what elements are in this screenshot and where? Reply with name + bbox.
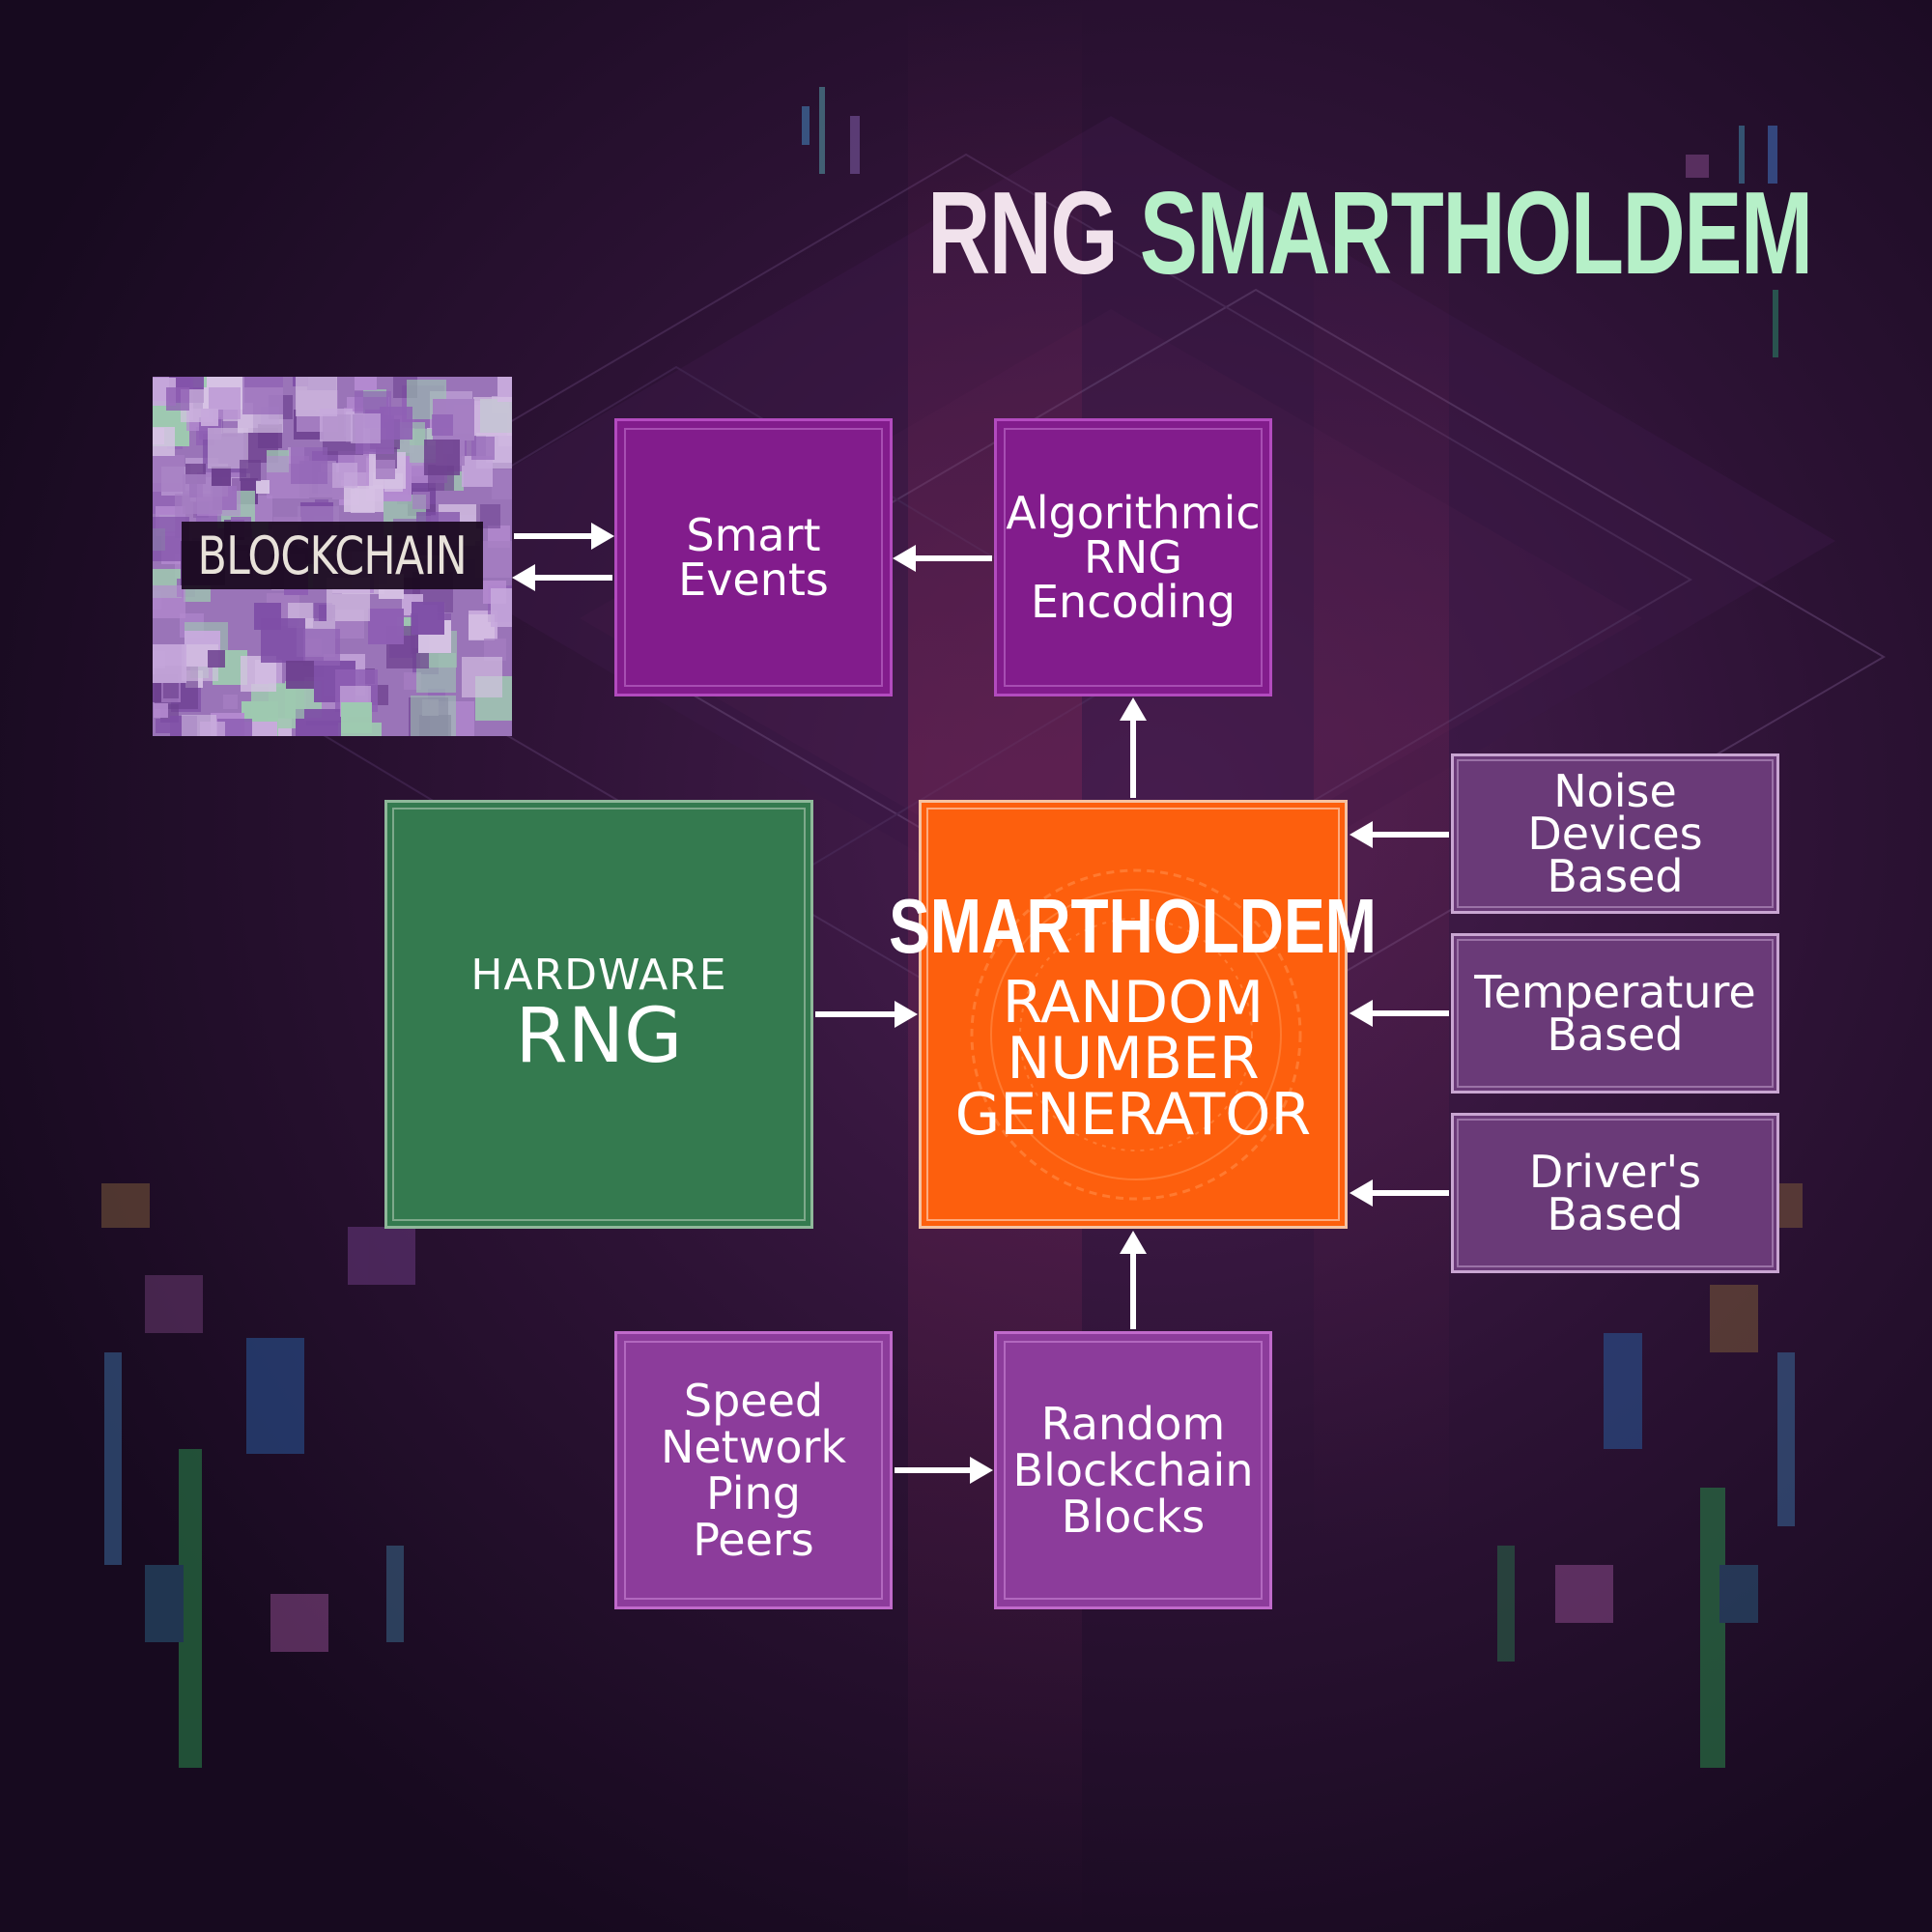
mosaic-tile bbox=[462, 456, 493, 487]
temperature-line-2: Based bbox=[1547, 1009, 1684, 1061]
speed-network-ping-peers-node: Speed Network Ping Peers bbox=[614, 1331, 893, 1609]
mosaic-tile bbox=[412, 602, 444, 635]
smart-events-line-2: Events bbox=[678, 554, 829, 606]
mosaic-tile bbox=[223, 695, 238, 709]
mosaic-tile bbox=[201, 409, 218, 426]
mosaic-tile bbox=[212, 467, 231, 486]
mosaic-tile bbox=[240, 460, 261, 481]
drivers-line-1: Driver's bbox=[1528, 1146, 1702, 1198]
mosaic-tile bbox=[303, 629, 340, 666]
mosaic-tile bbox=[154, 703, 168, 718]
mosaic-tile bbox=[432, 414, 453, 436]
speed-line-1: Speed bbox=[683, 1375, 824, 1427]
page-title: RNG SMARTHOLDEM bbox=[927, 174, 1813, 292]
speed-line-4: Peers bbox=[693, 1514, 814, 1566]
seal-emblem bbox=[970, 868, 1302, 1201]
mosaic-tile bbox=[208, 650, 225, 668]
mosaic-tile bbox=[473, 397, 512, 436]
mosaic-tile bbox=[242, 377, 283, 414]
noise-line-3: Based bbox=[1547, 850, 1684, 902]
random-blocks-line-3: Blocks bbox=[1061, 1491, 1206, 1543]
mosaic-tile bbox=[200, 722, 225, 736]
temperature-based-node: Temperature Based bbox=[1451, 933, 1779, 1094]
mosaic-tile bbox=[291, 447, 327, 484]
mosaic-tile bbox=[332, 463, 357, 488]
mosaic-tile bbox=[320, 409, 353, 441]
mosaic-tile bbox=[471, 437, 495, 460]
hardware-rng-node: HARDWARE RNG bbox=[384, 800, 813, 1229]
algorithmic-line-1: Algorithmic bbox=[1006, 487, 1261, 539]
mosaic-tile bbox=[153, 427, 175, 456]
title-smartholdem: SMARTHOLDEM bbox=[1139, 167, 1813, 298]
mosaic-tile bbox=[153, 585, 185, 618]
title-rng: RNG bbox=[927, 167, 1119, 298]
generator-line-3: GENERATOR bbox=[954, 1081, 1312, 1149]
mosaic-tile bbox=[351, 413, 381, 443]
mosaic-tile bbox=[491, 588, 512, 627]
mosaic-tile bbox=[484, 639, 506, 661]
mosaic-tile bbox=[217, 719, 252, 736]
smart-events-node: Smart Events bbox=[614, 418, 893, 696]
mosaic-tile bbox=[153, 455, 185, 492]
mosaic-tile bbox=[254, 603, 281, 630]
mosaic-tile bbox=[411, 696, 456, 736]
speed-line-2: Network bbox=[660, 1421, 847, 1473]
temperature-line-1: Temperature bbox=[1474, 966, 1756, 1018]
mosaic-tile bbox=[156, 719, 170, 733]
mosaic-tile bbox=[166, 387, 189, 411]
hardware-rng-main: RNG bbox=[515, 993, 683, 1080]
random-blockchain-blocks-node: Random Blockchain Blocks bbox=[994, 1331, 1272, 1609]
mosaic-tile bbox=[163, 683, 179, 698]
drivers-based-node: Driver's Based bbox=[1451, 1113, 1779, 1273]
mosaic-tile bbox=[153, 644, 186, 683]
random-blocks-line-1: Random bbox=[1040, 1398, 1226, 1450]
mosaic-tile bbox=[351, 489, 375, 513]
mosaic-tile bbox=[462, 657, 502, 697]
mosaic-tile bbox=[256, 480, 270, 494]
mosaic-tile bbox=[492, 469, 512, 499]
random-number-generator-node: SMARTHOLDEM RANDOM NUMBER GENERATOR bbox=[890, 800, 1377, 1229]
algorithmic-rng-encoding-node: Algorithmic RNG Encoding bbox=[994, 418, 1272, 696]
generator-line-2: NUMBER bbox=[1007, 1025, 1260, 1093]
mosaic-tile bbox=[497, 377, 512, 402]
algorithmic-line-2: RNG bbox=[1083, 531, 1182, 583]
mosaic-tile bbox=[341, 702, 372, 733]
smart-events-line-1: Smart bbox=[686, 509, 821, 561]
blockchain-label-text: BLOCKCHAIN bbox=[197, 525, 468, 586]
drivers-line-2: Based bbox=[1547, 1188, 1684, 1240]
noise-line-2: Devices bbox=[1527, 808, 1703, 860]
speed-line-3: Ping bbox=[706, 1467, 801, 1520]
generator-brand: SMARTHOLDEM bbox=[889, 883, 1378, 969]
blockchain-label: BLOCKCHAIN bbox=[182, 522, 483, 589]
mosaic-tile bbox=[376, 460, 395, 479]
mosaic-tile bbox=[424, 440, 460, 475]
mosaic-tile bbox=[412, 492, 430, 509]
mosaic-tile bbox=[469, 614, 495, 640]
noise-line-1: Noise bbox=[1553, 765, 1677, 817]
random-blocks-line-2: Blockchain bbox=[1012, 1444, 1254, 1496]
mosaic-tile bbox=[286, 661, 314, 689]
generator-line-1: RANDOM bbox=[1002, 969, 1264, 1037]
mosaic-tile bbox=[355, 377, 377, 390]
noise-devices-based-node: Noise Devices Based bbox=[1451, 753, 1779, 914]
blockchain-node: BLOCKCHAIN bbox=[153, 377, 512, 736]
hardware-rng-sub: HARDWARE bbox=[470, 951, 727, 1000]
mosaic-tile bbox=[368, 609, 404, 644]
algorithmic-line-3: Encoding bbox=[1030, 576, 1236, 628]
